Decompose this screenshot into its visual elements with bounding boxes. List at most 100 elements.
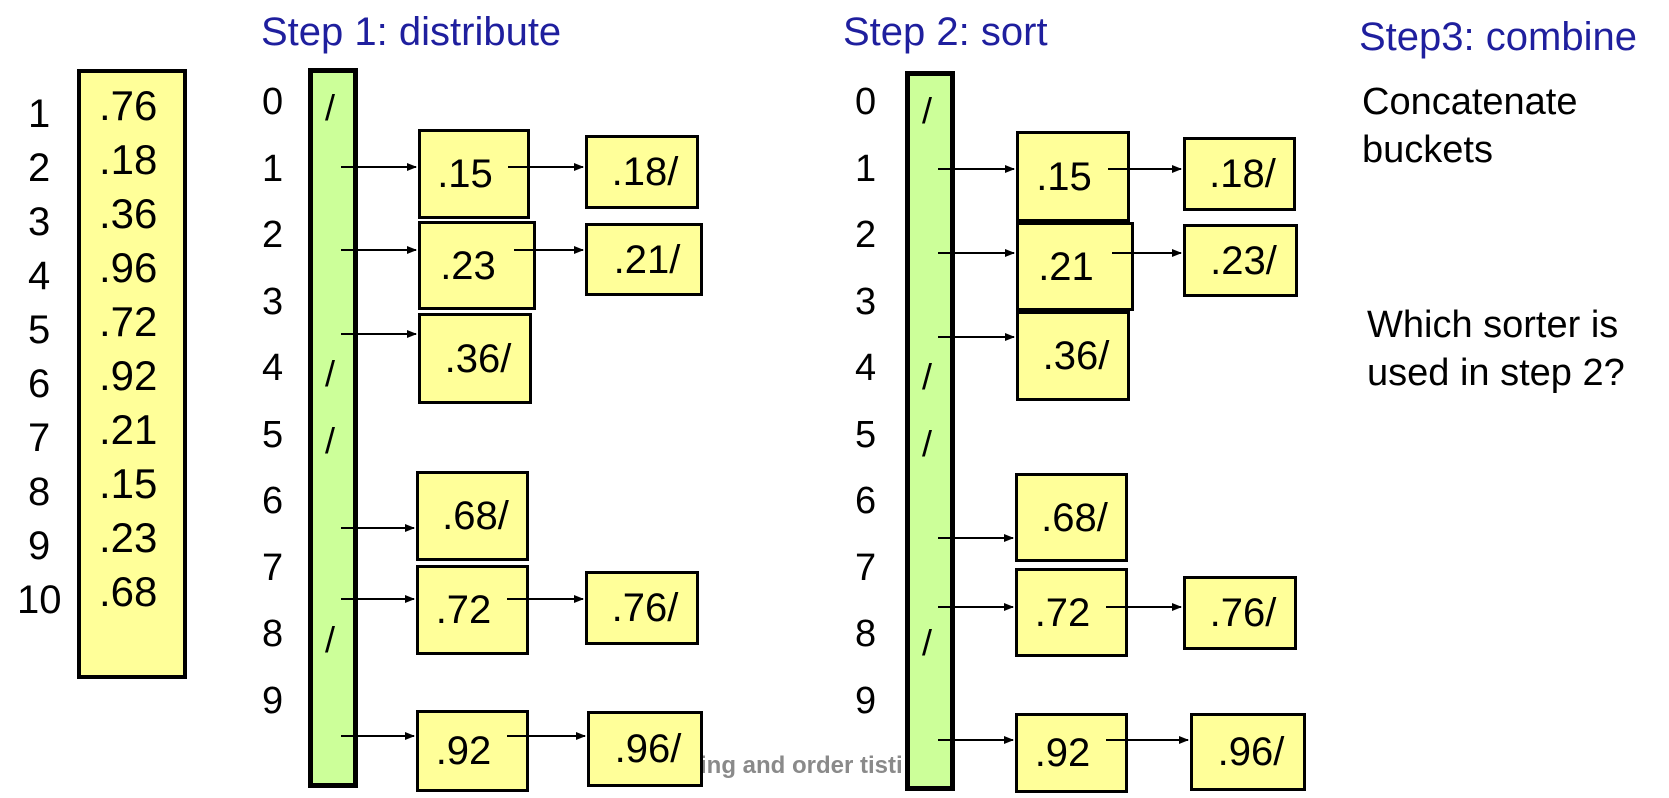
step2-bucket-index: 7 xyxy=(855,546,877,589)
input-index: 1 xyxy=(28,92,51,136)
input-index: 6 xyxy=(28,362,51,406)
step1-null-slash: / xyxy=(325,419,336,461)
question-note: Which sorter is used in step 2? xyxy=(1367,302,1625,397)
step2-bucket-index: 9 xyxy=(855,679,877,722)
step2-bucket-index: 5 xyxy=(855,413,877,456)
step1-bucket-index: 0 xyxy=(262,81,284,123)
step2-null-slash: / xyxy=(922,356,933,397)
input-index: 2 xyxy=(28,146,51,190)
step1-null-slash: / xyxy=(325,619,336,660)
step2-null-slash: / xyxy=(922,422,933,464)
step1-list-node-value: .36/ xyxy=(444,336,512,381)
step2-bucket-index: 4 xyxy=(855,347,877,389)
step2-title: Step 2: sort xyxy=(843,10,1048,54)
step2-list-node-value: .18/ xyxy=(1209,152,1276,196)
step1-null-slash: / xyxy=(325,87,336,128)
step1-list-node: .76/ xyxy=(585,571,699,645)
step1-list-node-value: .15 xyxy=(437,152,493,196)
step1-list-node: .96/ xyxy=(587,711,703,787)
input-value: .15 xyxy=(99,460,158,507)
step1-list-node-value: .96/ xyxy=(614,727,682,771)
step2-list-node: .72 xyxy=(1015,568,1128,657)
step2-list-node-value: .72 xyxy=(1034,590,1091,635)
step2-bucket-index: 3 xyxy=(855,280,877,323)
step2-list-node-value: .36/ xyxy=(1042,334,1110,378)
step1-list-node: .68/ xyxy=(416,471,529,561)
input-value: .18 xyxy=(99,136,158,183)
input-value: .68 xyxy=(99,568,158,615)
step1-title: Step 1: distribute xyxy=(261,10,562,54)
step2-bucket-index: 6 xyxy=(855,480,877,522)
step2-list-node-value: .76/ xyxy=(1209,591,1277,635)
input-index: 7 xyxy=(28,416,51,460)
step2-bucket-array xyxy=(905,71,955,791)
input-value: .36 xyxy=(99,190,158,237)
step2-list-node-value: .92 xyxy=(1034,731,1091,775)
step2-list-node: .15 xyxy=(1016,131,1130,222)
step1-list-node-value: .18/ xyxy=(611,150,679,194)
input-value: .96 xyxy=(99,244,158,291)
combine-note-line1: Concatenate xyxy=(1362,81,1578,123)
step2-bucket-index: 1 xyxy=(855,147,877,190)
combine-note: Concatenate buckets xyxy=(1362,79,1578,174)
slide-footer: ting and order tisti xyxy=(692,752,903,779)
input-value: .76 xyxy=(99,82,158,129)
combine-note-line2: buckets xyxy=(1362,128,1493,171)
step2-list-node-value: .23/ xyxy=(1210,238,1277,283)
step1-bucket-index: 5 xyxy=(262,413,284,456)
step1-list-node: .15 xyxy=(418,129,530,219)
step2-list-node: .18/ xyxy=(1183,137,1296,211)
step2-list-node: .23/ xyxy=(1183,224,1298,297)
input-value: .72 xyxy=(99,298,158,345)
input-index: 9 xyxy=(28,524,51,568)
step1-bucket-index: 6 xyxy=(262,480,284,522)
step2-list-node-value: .21 xyxy=(1038,244,1094,289)
step1-list-node-value: .76/ xyxy=(611,586,679,630)
input-array: .76.18.36.96.72.92.21.15.23.68 xyxy=(77,69,187,679)
step2-bucket-index: 8 xyxy=(855,613,877,655)
input-index: 5 xyxy=(28,308,51,352)
step2-list-node: .76/ xyxy=(1183,576,1297,650)
step1-list-node: .92 xyxy=(416,710,529,792)
step2-list-node-value: .15 xyxy=(1036,154,1092,199)
step2-bucket-index: 2 xyxy=(855,214,877,256)
step1-list-node: .36/ xyxy=(418,313,532,404)
step2-null-slash: / xyxy=(922,90,933,131)
question-note-line2: used in step 2? xyxy=(1367,351,1625,394)
step2-list-node-value: .68/ xyxy=(1041,495,1108,540)
step1-list-node: .18/ xyxy=(585,135,699,209)
question-note-line1: Which sorter is xyxy=(1367,304,1619,346)
step1-bucket-index: 3 xyxy=(262,280,284,323)
step1-bucket-index: 1 xyxy=(262,147,284,190)
step1-list-node: .72 xyxy=(416,565,529,655)
step1-list-node: .23 xyxy=(418,221,536,310)
step1-bucket-index: 9 xyxy=(262,679,284,722)
step1-bucket-index: 4 xyxy=(262,347,284,389)
step2-list-node: .68/ xyxy=(1015,473,1128,562)
input-index: 8 xyxy=(28,470,51,514)
input-index: 3 xyxy=(28,200,51,244)
step2-bucket-index: 0 xyxy=(855,81,877,123)
step1-list-node: .21/ xyxy=(585,223,703,296)
step1-list-node-value: .68/ xyxy=(442,494,509,538)
input-value: .92 xyxy=(99,352,158,399)
step1-bucket-index: 7 xyxy=(262,546,284,589)
step2-null-slash: / xyxy=(922,622,933,663)
step2-list-node: .92 xyxy=(1015,713,1128,793)
step1-list-node-value: .23 xyxy=(440,243,496,288)
step1-bucket-index: 2 xyxy=(262,214,284,256)
step2-list-node: .96/ xyxy=(1190,713,1306,791)
step1-null-slash: / xyxy=(325,353,336,394)
input-index: 10 xyxy=(17,578,62,622)
step1-bucket-array xyxy=(308,68,358,788)
step1-list-node-value: .72 xyxy=(435,588,492,632)
step1-list-node-value: .21/ xyxy=(613,237,681,282)
step3-title: Step3: combine xyxy=(1359,15,1637,59)
step1-list-node-value: .92 xyxy=(435,729,492,773)
input-index: 4 xyxy=(28,254,51,298)
input-value: .23 xyxy=(99,514,158,561)
step2-list-node: .21 xyxy=(1016,222,1134,311)
step2-list-node-value: .96/ xyxy=(1217,730,1285,774)
step2-list-node: .36/ xyxy=(1016,311,1130,401)
